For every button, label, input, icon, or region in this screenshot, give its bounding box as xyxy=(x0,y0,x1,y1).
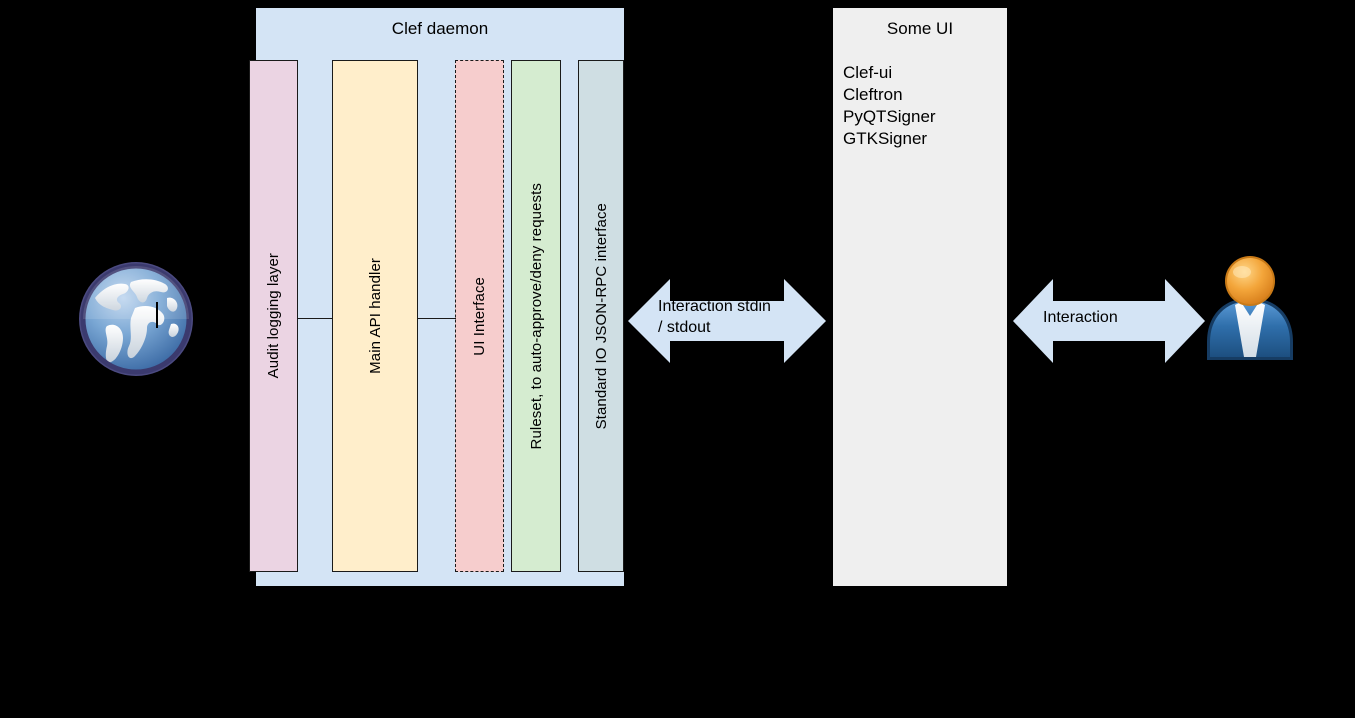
layer-ruleset-label: Ruleset, to auto-approve/deny requests xyxy=(527,182,545,450)
connector-audit-to-api xyxy=(298,318,333,319)
layer-main-api-handler-label: Main API handler xyxy=(366,258,384,374)
user-arrow: Interaction xyxy=(1013,275,1205,367)
layer-main-api-handler[interactable]: Main API handler xyxy=(332,60,418,572)
some-ui-title: Some UI xyxy=(886,19,954,38)
clef-daemon-container xyxy=(256,8,624,586)
globe-icon xyxy=(75,258,197,380)
layer-standard-io-jsonrpc[interactable]: Standard IO JSON-RPC interface xyxy=(578,60,624,572)
clef-daemon-title: Clef daemon xyxy=(391,19,489,38)
stdio-arrow-label: Interaction stdin / stdout xyxy=(658,298,771,336)
user-arrow-shape xyxy=(1013,279,1205,363)
stdio-arrow: Interaction stdin / stdout xyxy=(628,275,826,367)
list-item: Cleftron xyxy=(843,85,903,104)
connector-api-to-ui xyxy=(418,318,456,319)
layer-ui-interface[interactable]: UI Interface xyxy=(455,60,504,572)
user-arrow-label: Interaction xyxy=(1043,309,1118,326)
list-item: Clef-ui xyxy=(843,63,893,82)
list-item: PyQTSigner xyxy=(843,107,936,126)
stdio-arrow-shape xyxy=(628,279,826,363)
layer-audit-logging[interactable]: Audit logging layer xyxy=(249,60,298,572)
layer-audit-logging-label: Audit logging layer xyxy=(265,253,282,379)
layer-standard-io-jsonrpc-label: Standard IO JSON-RPC interface xyxy=(592,202,610,430)
layer-ruleset[interactable]: Ruleset, to auto-approve/deny requests xyxy=(511,60,561,572)
list-item: GTKSigner xyxy=(843,129,928,148)
some-ui-box xyxy=(833,8,1007,586)
user-icon xyxy=(1203,254,1297,364)
layer-ui-interface-label: UI Interface xyxy=(471,276,488,356)
some-ui-list: Clef-ui Cleftron PyQTSigner GTKSigner xyxy=(843,62,1003,150)
